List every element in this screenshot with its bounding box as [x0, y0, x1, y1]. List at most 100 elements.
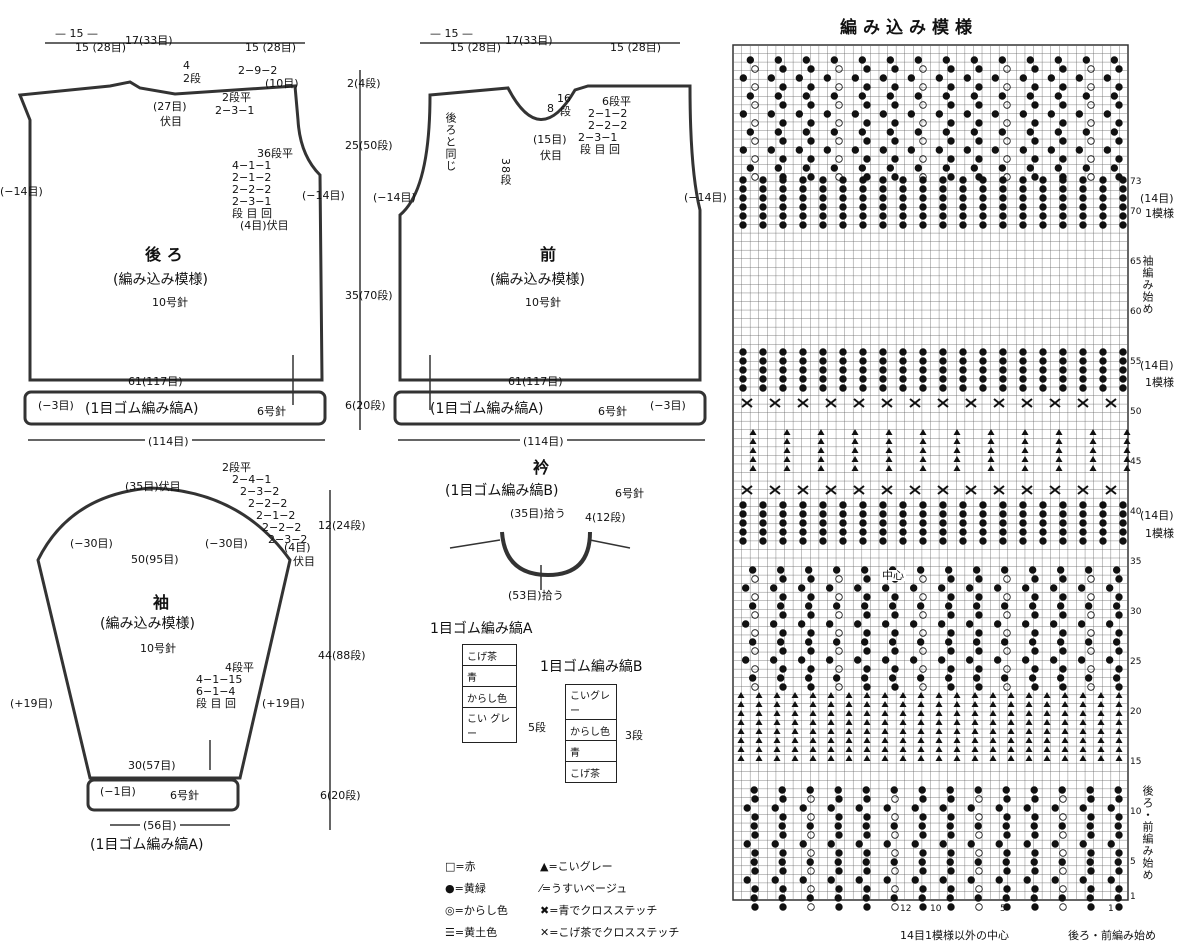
chart-stitch-mark — [1031, 795, 1039, 803]
chart-stitch-mark — [1059, 647, 1067, 655]
chart-stitch-mark — [759, 510, 767, 518]
chart-triangle-mark — [845, 719, 853, 725]
chart-triangle-mark — [863, 719, 871, 725]
chart-triangle-mark — [1097, 728, 1105, 734]
chart-stitch-mark — [779, 519, 787, 527]
chart-stitch-mark — [939, 804, 947, 812]
chart-cross-stitch — [965, 485, 977, 495]
collar-needle: 6号針 — [615, 487, 644, 500]
front-top-right-count: 15 (28目) — [610, 41, 662, 54]
chart-triangle-mark — [791, 746, 799, 752]
back-neck-rows: 2段 — [183, 72, 201, 85]
chart-stitch-mark — [839, 519, 847, 527]
chart-stitch-mark — [1115, 795, 1123, 803]
chart-stitch-mark — [1056, 566, 1065, 574]
chart-stitch-mark — [779, 593, 787, 601]
chart-stitch-mark — [907, 74, 916, 82]
chart-stitch-mark — [835, 885, 843, 893]
chart-stitch-mark — [799, 528, 807, 536]
chart-stitch-mark — [830, 92, 839, 100]
chart-stitch-mark — [879, 510, 887, 518]
chart-stitch-mark — [975, 903, 983, 911]
chart-stitch-mark — [778, 822, 786, 830]
chart-triangle-mark — [989, 719, 997, 725]
vdim-4: 6(20段) — [345, 399, 386, 412]
chart-stitch-mark — [1087, 629, 1095, 637]
collar-outline — [500, 531, 592, 578]
chart-stitch-mark — [1059, 611, 1067, 619]
chart-triangle-mark — [863, 710, 871, 716]
chart-stitch-mark — [759, 348, 767, 356]
sleeve-cap-6: 2−2−2 — [262, 521, 302, 534]
chart-stitch-mark — [839, 212, 847, 220]
chart-stitch-mark — [919, 384, 927, 392]
chart-stitch-mark — [946, 858, 954, 866]
chart-stitch-mark — [886, 164, 895, 172]
chart-stitch-mark — [751, 831, 759, 839]
chart-stitch-mark — [1039, 212, 1047, 220]
chart-stitch-mark — [751, 885, 759, 893]
chart-stitch-mark — [1079, 221, 1087, 229]
chart-stitch-mark — [995, 804, 1003, 812]
chart-stitch-mark — [1099, 221, 1107, 229]
chart-stitch-mark — [919, 65, 927, 73]
chart-stitch-mark — [890, 894, 898, 902]
chart-stitch-mark — [999, 528, 1007, 536]
chart-stitch-mark — [886, 92, 895, 100]
chart-stitch-mark — [937, 584, 946, 592]
chart-stitch-mark — [1058, 858, 1066, 866]
chart-triangle-mark — [899, 728, 907, 734]
chart-stitch-mark — [1003, 65, 1011, 73]
chart-stitch-mark — [863, 101, 871, 109]
front-neck-dec-1: 6段平 — [602, 95, 631, 108]
chart-cross-stitch — [937, 485, 949, 495]
chart-triangle-mark — [1079, 692, 1087, 698]
chart-stitch-mark — [804, 602, 813, 610]
chart-stitch-mark — [1051, 876, 1059, 884]
chart-stitch-mark — [834, 858, 842, 866]
chart-stitch-mark — [1003, 795, 1011, 803]
chart-stitch-mark — [832, 638, 841, 646]
chart-stitch-mark — [1019, 519, 1027, 527]
chart-stitch-mark — [759, 501, 767, 509]
chart-triangle-mark — [1025, 746, 1033, 752]
chart-triangle-mark — [791, 692, 799, 698]
chart-stitch-mark — [1023, 804, 1031, 812]
chart-stitch-mark — [759, 537, 767, 545]
chart-stitch-mark — [751, 611, 759, 619]
chart-stitch-mark — [1105, 620, 1114, 628]
chart-triangle-mark — [885, 447, 893, 453]
chart-stitch-mark — [1059, 593, 1067, 601]
chart-stitch-mark — [942, 128, 951, 136]
chart-stitch-mark — [919, 101, 927, 109]
chart-triangle-mark — [899, 710, 907, 716]
chart-stitch-mark — [979, 519, 987, 527]
chart-stitch-mark — [899, 519, 907, 527]
chart-triangle-mark — [773, 692, 781, 698]
chart-stitch-mark — [771, 804, 779, 812]
chart-cross-stitch — [909, 485, 921, 495]
chart-triangle-mark — [1061, 710, 1069, 716]
chart-stitch-mark — [891, 593, 899, 601]
chart-stitch-mark — [939, 221, 947, 229]
back-armhole-4: 2−2−2 — [232, 183, 272, 196]
chart-stitch-mark — [959, 384, 967, 392]
chart-triangle-mark — [817, 438, 825, 444]
chart-stitch-mark — [751, 813, 759, 821]
chart-stitch-mark — [1059, 348, 1067, 356]
chart-stitch-mark — [919, 348, 927, 356]
chart-stitch-mark — [807, 831, 815, 839]
chart-stitch-mark — [937, 656, 946, 664]
chart-stitch-mark — [835, 155, 843, 163]
chart-stitch-mark — [863, 155, 871, 163]
chart-stitch-mark — [774, 92, 783, 100]
chart-triangle-mark — [737, 719, 745, 725]
chart-stitch-mark — [743, 804, 751, 812]
chart-stitch-mark — [839, 185, 847, 193]
chart-stitch-mark — [1079, 357, 1087, 365]
chart-triangle-mark — [1061, 701, 1069, 707]
chart-stitch-mark — [835, 65, 843, 73]
chart-triangle-mark — [755, 710, 763, 716]
chart-triangle-mark — [917, 728, 925, 734]
sleeve-inc-4: 段 目 回 — [196, 697, 236, 710]
